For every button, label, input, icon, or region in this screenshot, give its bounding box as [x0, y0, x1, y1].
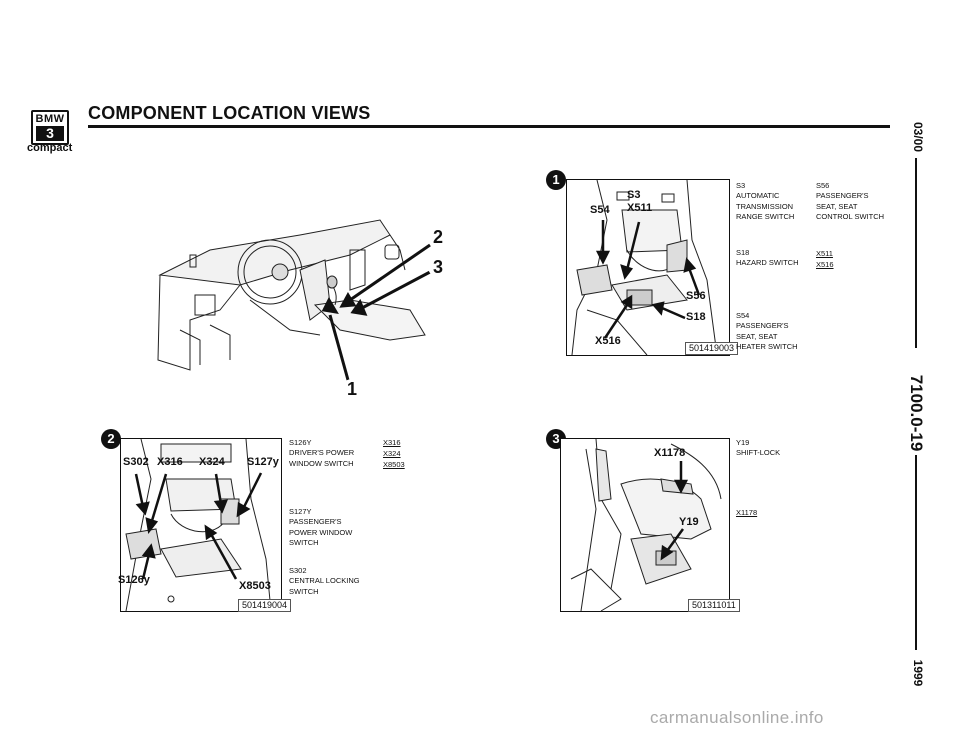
view2-entry-s302-code: S302: [289, 566, 307, 575]
view1-entry-s54-text: PASSENGER'S SEAT, SEAT HEATER SWITCH: [736, 321, 798, 351]
dashboard-overview: [150, 210, 430, 380]
view2-number: 2: [101, 429, 121, 449]
view1-entry-s56-code: S56: [816, 181, 830, 190]
view1-image-code: 501419003: [685, 342, 739, 355]
view3-label-y19: Y19: [679, 516, 699, 528]
view3-entry-y19-code: Y19: [736, 438, 750, 447]
view3-label-x1178: X1178: [654, 447, 686, 459]
view1-label-s3: S3: [627, 189, 641, 201]
view2-label-s126y: S126y: [118, 574, 150, 586]
view2-label-x324: X324: [199, 456, 225, 468]
view2-entry-s126y-code: S126y: [289, 438, 312, 447]
overview-pointers: [321, 243, 431, 381]
dashboard-drawing: [157, 219, 426, 371]
side-doc-number: 7100.0-19: [907, 374, 926, 452]
view1-label-s54: S54: [590, 204, 610, 216]
view2-ref-x316: X316: [383, 438, 401, 447]
view2-label-x8503: X8503: [239, 580, 271, 592]
side-rule-top: [915, 158, 917, 348]
view1-ref-x516: X516: [816, 260, 834, 269]
logo-subtitle: compact: [27, 142, 73, 154]
overview-callout-2: 2: [428, 227, 448, 247]
view1-entry-s54-code: S54: [736, 311, 750, 320]
view3-drawing: [570, 438, 722, 612]
logo-model: 3: [36, 126, 64, 141]
view3-entry-y19-text: SHIFT-LOCK: [736, 448, 781, 457]
view2-entry-s126y-text: DRIVER'S POWER WINDOW SWITCH: [289, 448, 355, 468]
view3-panel: X1178 Y19 501311011: [560, 438, 740, 612]
view1-drawing: [571, 179, 718, 356]
view3-ref-x1178: X1178: [736, 508, 758, 517]
view1-number: 1: [546, 170, 566, 190]
view2-entry-s302-text: CENTRAL LOCKING SWITCH: [289, 576, 360, 596]
side-date: 03/00: [911, 121, 925, 153]
view1-panel: S3 X511 S54 S56 S18 X516 501419003: [566, 179, 739, 356]
view2-label-s127y: S127y: [247, 456, 279, 468]
view1-entry-s56-text: PASSENGER'S SEAT, SEAT CONTROL SWITCH: [816, 191, 885, 221]
view1-label-s18: S18: [686, 311, 706, 323]
side-rule-bottom: [915, 455, 917, 650]
view1-label-s56: S56: [686, 290, 706, 302]
page-title: COMPONENT LOCATION VIEWS: [88, 103, 371, 123]
logo-brand: BMW: [35, 113, 65, 125]
view1-ref-x511: X511: [816, 249, 833, 258]
view2-panel: S302 X316 X324 S127y S126y X8503 5014190…: [118, 438, 292, 612]
view1-entry-s18-code: S18: [736, 248, 750, 257]
view1-label-x516: X516: [595, 335, 621, 347]
view2-entry-s127y-text: PASSENGER'S POWER WINDOW SWITCH: [289, 517, 353, 547]
title-rule: [88, 125, 890, 128]
view2-label-x316: X316: [157, 456, 183, 468]
view2-label-s302: S302: [123, 456, 149, 468]
view3-image-code: 501311011: [688, 599, 740, 612]
bmw-logo: BMW 3: [31, 110, 69, 145]
view2-ref-x324: X324: [383, 449, 401, 458]
view1-label-x511: X511: [627, 202, 653, 214]
footer-watermark: carmanualsonline.info: [650, 708, 824, 727]
view2-ref-x8503: X8503: [383, 460, 405, 469]
view2-entry-s127y-code: S127y: [289, 507, 312, 516]
side-year: 1999: [911, 659, 925, 687]
view1-entry-s3-text: AUTOMATIC TRANSMISSION RANGE SWITCH: [736, 191, 795, 221]
view1-entry-s3-code: S3: [736, 181, 746, 190]
view2-image-code: 501419004: [238, 599, 292, 612]
overview-callout-1: 1: [342, 379, 362, 399]
overview-callout-3: 3: [428, 257, 448, 277]
view1-entry-s18-text: HAZARD SWITCH: [736, 258, 799, 267]
view2-drawing: [125, 438, 272, 612]
